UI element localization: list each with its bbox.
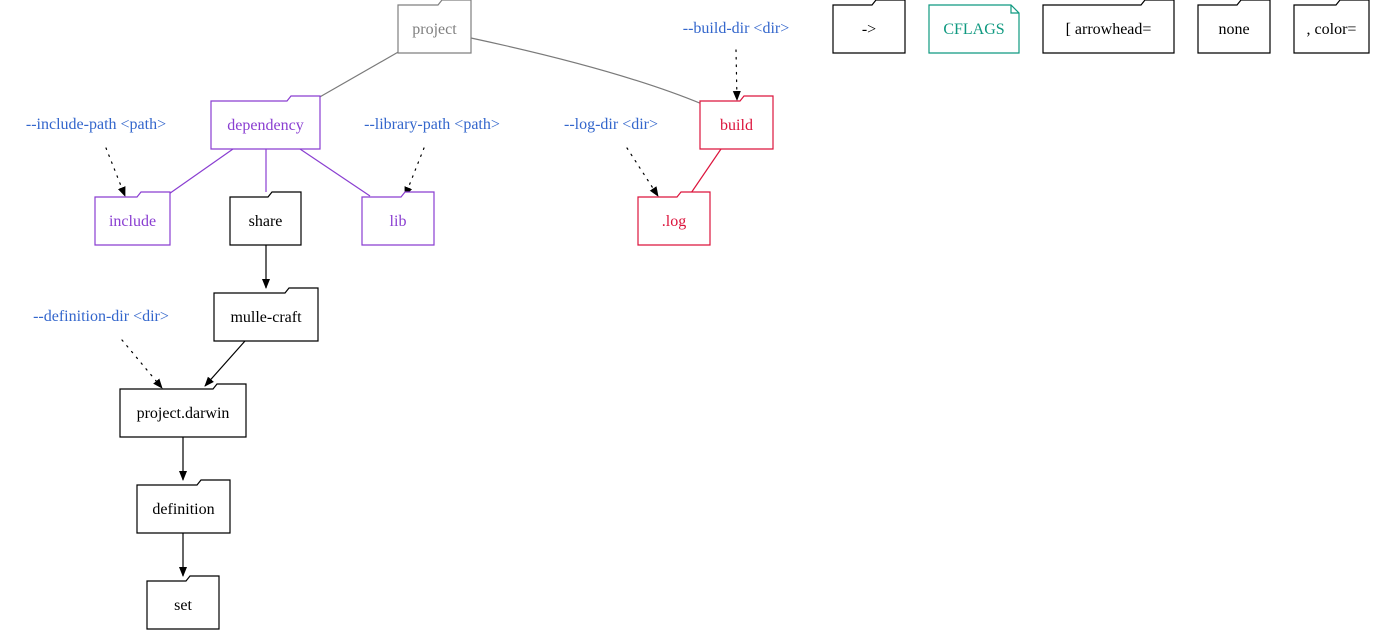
node-label-include: include — [109, 213, 156, 230]
folder-icon — [210, 95, 321, 150]
node-log: .log — [637, 191, 711, 246]
option-label-include-path: --include-path <path> — [26, 116, 166, 133]
node-project-darwin: project.darwin — [119, 383, 247, 438]
node-none-token: none — [1197, 0, 1271, 54]
edge-project-build — [470, 37, 703, 105]
node-project: project — [397, 0, 472, 54]
node-share: share — [229, 191, 302, 246]
edge-project-dependency — [310, 50, 401, 103]
edge-library-path-lib — [404, 147, 425, 197]
edge-dependency-lib — [299, 148, 371, 197]
folder-icon — [136, 479, 231, 534]
edge-mulle-craft-project-darwin — [204, 340, 246, 387]
nodes-layer: project dependency include share lib build .lo… — [26, 0, 1370, 630]
node-label-arrowhead-token: [ arrowhead= — [1066, 21, 1152, 38]
node-lib: lib — [361, 191, 435, 246]
folder-icon — [1042, 0, 1175, 54]
node-label-dependency: dependency — [227, 117, 303, 134]
edge-include-path-include — [105, 147, 126, 197]
node-label-set: set — [174, 597, 192, 614]
node-color-token: , color= — [1293, 0, 1370, 54]
edge-build-log — [688, 148, 722, 197]
folder-icon — [832, 0, 906, 54]
note-icon — [928, 4, 1020, 54]
folder-icon — [361, 191, 435, 246]
option-label-library-path: --library-path <path> — [364, 116, 500, 133]
edge-definition-dir-project-darwin — [121, 339, 163, 389]
option-label-build-dir: --build-dir <dir> — [683, 20, 789, 37]
node-arrowhead-token: [ arrowhead= — [1042, 0, 1175, 54]
option-label-definition-dir: --definition-dir <dir> — [33, 308, 169, 325]
node-label-share: share — [249, 213, 283, 230]
node-label-none-token: none — [1218, 21, 1249, 38]
node-label-color-token: , color= — [1307, 21, 1357, 38]
node-cflags: CFLAGS — [928, 4, 1020, 54]
folder-icon — [397, 0, 472, 54]
folder-icon — [119, 383, 247, 438]
option-label-log-dir: --log-dir <dir> — [564, 116, 658, 133]
edge-log-dir-log — [626, 147, 659, 197]
node-label-definition: definition — [152, 501, 214, 518]
folder-icon — [213, 287, 319, 342]
node-mulle-craft: mulle-craft — [213, 287, 319, 342]
folder-icon — [229, 191, 302, 246]
node-set: set — [146, 575, 220, 630]
node-label-mulle-craft: mulle-craft — [230, 309, 302, 326]
node-build: build — [699, 95, 774, 150]
node-label-project: project — [412, 21, 457, 38]
folder-icon — [637, 191, 711, 246]
folder-icon — [94, 191, 171, 246]
node-label-project-darwin: project.darwin — [137, 405, 230, 422]
node-dependency: dependency — [210, 95, 321, 150]
node-label-lib: lib — [390, 213, 407, 230]
node-definition: definition — [136, 479, 231, 534]
node-include: include — [94, 191, 171, 246]
edge-build-dir-build — [732, 49, 741, 101]
folder-icon — [1293, 0, 1370, 54]
folder-icon — [699, 95, 774, 150]
node-label-arrow-token: -> — [862, 21, 876, 38]
node-label-cflags: CFLAGS — [943, 21, 1004, 38]
node-arrow-token: -> — [832, 0, 906, 54]
edges-layer — [105, 37, 741, 577]
edge-dependency-include — [165, 148, 234, 197]
folder-icon — [1197, 0, 1271, 54]
node-label-build: build — [720, 117, 753, 134]
node-label-log: .log — [662, 213, 686, 230]
folder-icon — [146, 575, 220, 630]
